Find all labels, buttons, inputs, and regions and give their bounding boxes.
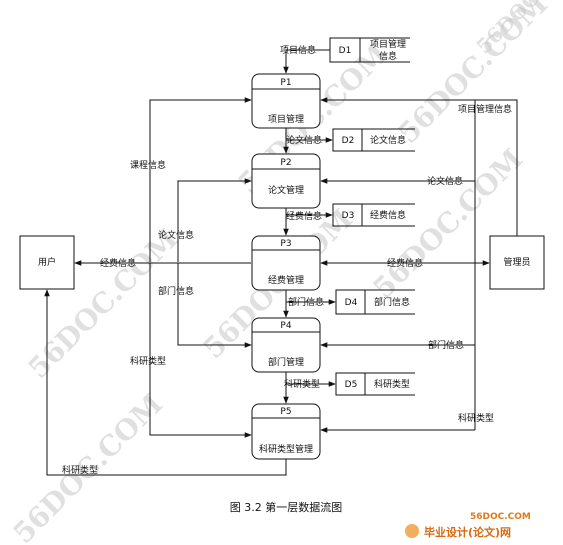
process-p4-name: 部门管理 <box>268 356 304 368</box>
store-d4-name: 部门信息 <box>374 296 410 308</box>
flow-p5-to-user: 科研类型 <box>44 289 287 476</box>
flow-user-research: 科研类型 <box>130 263 252 438</box>
store-d1-name-line1: 项目管理 <box>370 38 406 50</box>
flow-d1-to-p1-label: 项目信息 <box>280 44 316 56</box>
store-d4-outline <box>335 289 415 315</box>
flow-admin-to-p4-label: 部门信息 <box>428 339 464 351</box>
flow-admin-to-p1: 项目管理信息 <box>320 97 512 115</box>
flow-admin-to-p2-label: 论文信息 <box>427 175 463 187</box>
store-d5-outline <box>335 372 415 396</box>
store-d3-outline <box>332 203 415 227</box>
flow-p2-to-d3: 经费信息 <box>283 208 333 236</box>
flow-p5-to-user-line <box>44 289 287 476</box>
entity-admin-label: 管理员 <box>503 256 530 268</box>
process-p3: P3 经费管理 <box>251 235 321 291</box>
entity-user-box <box>19 235 75 290</box>
flow-user-course: 课程信息 <box>130 97 252 262</box>
process-p4: P4 部门管理 <box>251 317 321 373</box>
flow-p1-to-d2: 论文信息 <box>283 128 333 154</box>
flow-user-paper-label: 论文信息 <box>158 229 194 241</box>
flow-p1-to-d2-label: 论文信息 <box>286 134 322 146</box>
site-logo-icon <box>405 524 419 538</box>
flow-user-paper-line <box>177 178 252 262</box>
flow-p3-to-d4-label: 部门信息 <box>288 296 324 308</box>
flow-admin-to-p4: 部门信息 <box>320 339 475 351</box>
flow-p2-to-d3-label: 经费信息 <box>286 210 322 222</box>
process-p5-id: P5 <box>280 407 291 417</box>
process-p2-name: 论文管理 <box>268 184 304 196</box>
flow-admin-to-p5: 科研类型 <box>320 412 494 433</box>
store-d1: D1 项目管理 信息 <box>329 37 410 63</box>
site-logo: 56DOC.COM 毕业设计(论文)网 <box>405 512 531 539</box>
flow-user-research-line <box>149 263 252 438</box>
flow-p3-to-user: 经费信息 <box>74 257 251 269</box>
process-p3-name: 经费管理 <box>268 274 304 286</box>
entity-user-label: 用户 <box>38 256 56 268</box>
process-p3-id: P3 <box>280 239 291 249</box>
watermark: 56DOC.COM <box>392 0 555 150</box>
flow-p3-to-d4: 部门信息 <box>283 290 336 318</box>
flow-p4-to-d5-label: 科研类型 <box>284 378 320 390</box>
flow-d1-to-p1-line <box>283 49 330 74</box>
process-p5-name: 科研类型管理 <box>259 443 313 455</box>
flow-p5-to-user-label: 科研类型 <box>62 464 98 476</box>
flow-user-dept: 部门信息 <box>158 263 252 348</box>
process-p2-id: P2 <box>280 158 291 168</box>
process-p5: P5 科研类型管理 <box>251 403 321 460</box>
flow-user-dept-label: 部门信息 <box>158 285 194 297</box>
flow-user-course-label: 课程信息 <box>130 159 166 171</box>
store-d5-name: 科研类型 <box>374 378 410 390</box>
site-name: 毕业设计(论文)网 <box>424 525 511 539</box>
store-d2-name: 论文信息 <box>370 134 406 146</box>
process-p1-id: P1 <box>280 78 291 88</box>
flow-user-research-label: 科研类型 <box>130 355 166 367</box>
store-d2-outline <box>332 128 415 152</box>
process-p1-name: 项目管理 <box>268 113 304 125</box>
admin-top-connector <box>475 99 518 236</box>
store-d5-id: D5 <box>345 380 358 390</box>
store-d3-id: D3 <box>342 211 355 221</box>
store-d4: D4 部门信息 <box>335 289 415 315</box>
flow-admin-to-p5-label: 科研类型 <box>458 412 494 424</box>
flow-admin-p3-label: 经费信息 <box>387 257 423 269</box>
flow-p3-to-user-label: 经费信息 <box>100 257 136 269</box>
flow-p4-to-d5: 科研类型 <box>283 372 336 404</box>
store-d3-name: 经费信息 <box>370 209 406 221</box>
flow-user-course-line <box>149 97 252 262</box>
site-url: 56DOC.COM <box>470 512 531 522</box>
process-p1: P1 项目管理 <box>251 73 321 129</box>
flow-admin-p3: 经费信息 <box>320 257 490 269</box>
store-d1-id: D1 <box>339 46 352 56</box>
store-d4-id: D4 <box>345 298 358 308</box>
figure-caption: 图 3.2 第一层数据流图 <box>230 500 343 514</box>
flow-admin-to-p1-label: 项目管理信息 <box>458 103 512 115</box>
process-p4-id: P4 <box>280 321 291 331</box>
flow-d1-to-p1: 项目信息 <box>280 44 330 74</box>
store-d2: D2 论文信息 <box>332 128 415 152</box>
store-d5: D5 科研类型 <box>335 372 415 396</box>
store-d3: D3 经费信息 <box>332 203 415 227</box>
entity-admin-box <box>489 235 545 290</box>
flow-admin-to-p2: 论文信息 <box>320 175 475 187</box>
store-d2-id: D2 <box>342 136 355 146</box>
flow-user-paper: 论文信息 <box>158 178 252 262</box>
flow-user-dept-line <box>177 263 252 348</box>
store-d1-name-line2: 信息 <box>379 50 397 62</box>
process-p2: P2 论文管理 <box>251 153 321 209</box>
